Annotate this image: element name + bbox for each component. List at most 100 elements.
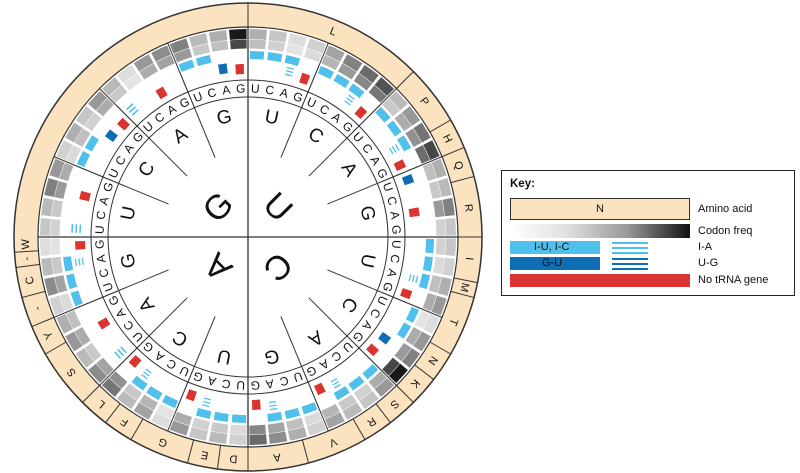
key-panel: Key: N Amino acid Codon freq I-U, I-C I-… [501, 170, 795, 296]
codon-freq-cell [249, 29, 267, 40]
codon-freq-cell [437, 276, 452, 296]
mark-ia-lines [202, 400, 211, 404]
codon-freq-cell [191, 43, 210, 57]
key-amino-acid-sample: N [596, 203, 604, 215]
codon-freq-cell [342, 54, 363, 72]
codon-freq-cell [169, 38, 190, 54]
second-codon-letter: U [356, 252, 379, 270]
codon-freq-cell [133, 402, 154, 420]
amino-acid-label: C [24, 275, 37, 285]
mark-red [116, 117, 130, 131]
mark-light-blue [317, 65, 334, 80]
codon-freq-cell [173, 411, 193, 426]
mark-light-blue [348, 83, 365, 99]
key-light-blue-swatch [510, 241, 600, 254]
codon-freq-cell [368, 85, 387, 103]
mark-ia-lines [284, 73, 293, 77]
codon-freq-cell [40, 238, 51, 256]
codon-freq-cell [191, 417, 210, 431]
mark-dark-blue [401, 174, 415, 186]
third-codon-letter: A [96, 195, 112, 206]
codon-freq-cell [208, 431, 228, 444]
amino-acid-label: M [457, 282, 471, 294]
mark-ia-lines [78, 258, 81, 266]
third-codon-letter: A [206, 373, 217, 389]
mark-ia-lines [126, 103, 134, 111]
codon-freq-cell [433, 199, 445, 218]
mark-red [366, 343, 380, 357]
amino-acid-divider [375, 403, 391, 423]
mark-light-blue [284, 407, 301, 420]
mark-ia-lines [411, 274, 415, 283]
third-codon-letter: U [251, 81, 260, 95]
mark-light-blue [146, 386, 163, 401]
mark-red [251, 399, 261, 410]
mark-light-blue [375, 106, 391, 123]
codon-freq-cell [74, 128, 91, 147]
codon-freq-cell [229, 434, 247, 445]
mark-light-blue [284, 54, 301, 67]
key-red-label: No tRNA gene [698, 274, 769, 286]
mark-ia-lines [269, 404, 277, 407]
codon-freq-cell [433, 256, 445, 275]
second-codon-letter: G [117, 251, 140, 270]
codon-freq-cell [325, 45, 345, 62]
codon-freq-cell [414, 145, 430, 164]
mark-light-blue [84, 135, 99, 152]
mark-light-blue [267, 52, 283, 63]
codon-freq-cell [267, 40, 286, 52]
mark-red [79, 190, 91, 202]
second-codon-letter: U [117, 205, 140, 223]
amino-acid-divider [396, 385, 414, 403]
mark-ia-lines [332, 380, 340, 386]
codon-freq-cell [422, 162, 437, 182]
mark-ia-lines [408, 273, 412, 282]
mark-red [235, 64, 245, 75]
mark-dark-blue [378, 331, 392, 345]
amino-acid-label: A [272, 451, 281, 464]
codon-freq-cell [374, 77, 395, 97]
codon-freq-cell [287, 33, 307, 48]
codon-freq-cell [435, 238, 446, 255]
amino-acid-divider [82, 385, 100, 403]
third-codon-letter: U [389, 240, 403, 249]
mark-light-blue [267, 411, 283, 422]
codon-freq-cell [338, 394, 357, 411]
codon-freq-cell [445, 218, 456, 236]
mark-light-blue [70, 290, 83, 307]
mark-ia-lines [114, 351, 122, 359]
codon-freq-cell [75, 348, 95, 368]
amino-acid-divider [301, 439, 310, 464]
key-dark-label: G-U [542, 257, 563, 269]
codon-freq-cell [96, 357, 114, 376]
amino-acid-label: R [462, 203, 475, 212]
third-codon-letter: C [387, 253, 402, 264]
codon-freq-cell [74, 327, 91, 346]
codon-freq-cell [56, 314, 73, 334]
codon-freq-cell [359, 390, 379, 410]
key-dark-lines-swatch [612, 257, 648, 270]
codon-freq-cell [151, 412, 171, 429]
amino-acid-label: W [20, 238, 32, 249]
codon-freq-cell [374, 377, 395, 397]
second-letter-divider [99, 297, 188, 386]
third-codon-letter: U [92, 225, 106, 234]
mark-light-blue [425, 238, 434, 254]
mark-light-blue [422, 256, 433, 272]
codon-freq-cell [321, 55, 340, 71]
mark-ia-lines [117, 348, 125, 357]
second-letter-divider [308, 297, 397, 386]
codon-freq-cell [41, 197, 54, 217]
mark-ia-lines [391, 145, 397, 153]
mark-ia-lines [344, 100, 351, 106]
third-codon-letter: A [387, 210, 402, 220]
mark-red [299, 72, 311, 85]
amino-acid-divider [21, 290, 46, 299]
codon-freq-cell [437, 178, 452, 198]
codon-freq-cell [423, 314, 440, 334]
codon-freq-cell [267, 422, 286, 434]
codon-freq-cell [44, 276, 59, 296]
codon-freq-cell [189, 33, 209, 48]
codon-freq-cell [359, 64, 379, 84]
codon-freq-cell [445, 238, 456, 256]
